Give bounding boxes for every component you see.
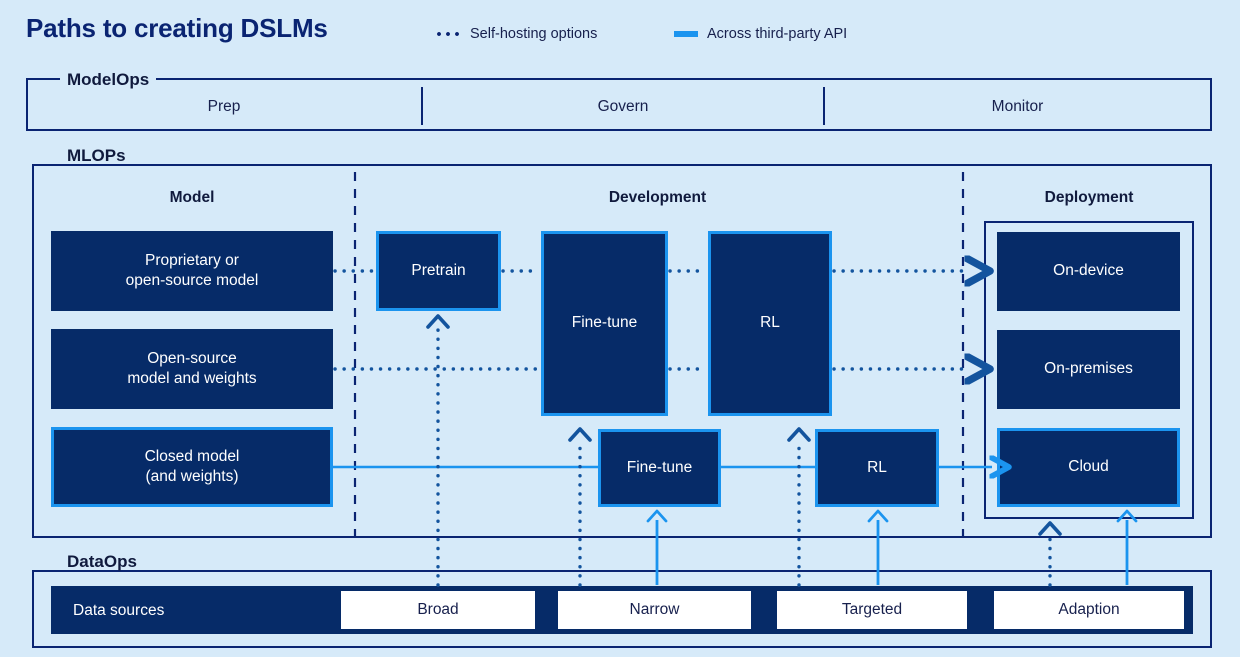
- node-cloud[interactable]: Cloud: [997, 428, 1180, 507]
- node-rl-self-hosting[interactable]: RL: [708, 231, 832, 416]
- node-label-line1: Proprietary or: [145, 251, 239, 269]
- dataops-chip-broad[interactable]: Broad: [341, 591, 535, 629]
- node-label: RL: [760, 314, 780, 332]
- node-label: Pretrain: [411, 261, 466, 279]
- node-label: On-device: [1053, 262, 1124, 280]
- node-label-line2: (and weights): [145, 468, 239, 485]
- node-fine-tune-third-party-api[interactable]: Fine-tune: [598, 429, 721, 507]
- node-label: Cloud: [1068, 458, 1109, 476]
- modelops-column-monitor: Monitor: [991, 98, 1044, 115]
- dataops-band: [32, 570, 1212, 648]
- node-label: Fine-tune: [571, 314, 638, 332]
- dataops-row-label: Data sources: [73, 602, 165, 619]
- node-closed-model-and-weights[interactable]: Closed model (and weights): [51, 427, 333, 507]
- section-heading-model: Model: [169, 189, 215, 206]
- modelops-column-govern: Govern: [597, 98, 649, 115]
- node-open-source-model-and-weights[interactable]: Open-source model and weights: [51, 329, 333, 409]
- dotted-line-icon: [435, 32, 461, 36]
- modelops-label: ModelOps: [60, 71, 157, 88]
- node-rl-third-party-api[interactable]: RL: [815, 429, 939, 507]
- node-on-device[interactable]: On-device: [997, 232, 1180, 311]
- dataops-chip-adaption[interactable]: Adaption: [994, 591, 1184, 629]
- node-pretrain[interactable]: Pretrain: [376, 231, 501, 311]
- node-label-line2: open-source model: [125, 272, 259, 289]
- legend-label-self-hosting: Self-hosting options: [470, 26, 598, 42]
- node-on-premises[interactable]: On-premises: [997, 330, 1180, 409]
- node-fine-tune-self-hosting[interactable]: Fine-tune: [541, 231, 668, 416]
- modelops-divider-1: [421, 87, 423, 125]
- dataops-chip-targeted[interactable]: Targeted: [777, 591, 967, 629]
- legend-item-third-party-api: Across third-party API: [674, 26, 847, 42]
- node-label-line1: Open-source: [147, 349, 237, 367]
- legend-item-self-hosting: Self-hosting options: [435, 26, 597, 42]
- node-label: On-premises: [1044, 360, 1133, 378]
- solid-line-icon: [674, 31, 698, 37]
- mlops-band: [32, 164, 1212, 538]
- section-heading-deployment: Deployment: [1044, 189, 1134, 206]
- node-label: Fine-tune: [626, 458, 693, 476]
- dataops-chip-narrow[interactable]: Narrow: [558, 591, 751, 629]
- node-label: Closed model (and weights): [145, 447, 240, 488]
- node-label: Open-source model and weights: [127, 349, 256, 390]
- node-label-line2: model and weights: [127, 370, 257, 387]
- modelops-column-prep: Prep: [207, 98, 241, 115]
- node-label-line1: Closed model: [144, 447, 240, 465]
- modelops-band: [26, 78, 1212, 131]
- node-label: Proprietary or open-source model: [126, 251, 259, 292]
- node-label: RL: [867, 458, 887, 476]
- node-proprietary-or-open-source-model[interactable]: Proprietary or open-source model: [51, 231, 333, 311]
- page-title: Paths to creating DSLMs: [26, 13, 328, 43]
- dataops-label: DataOps: [60, 553, 144, 570]
- legend-label-third-party-api: Across third-party API: [707, 26, 848, 42]
- modelops-divider-2: [823, 87, 825, 125]
- mlops-label: MLOPs: [60, 147, 133, 164]
- section-heading-development: Development: [608, 189, 707, 206]
